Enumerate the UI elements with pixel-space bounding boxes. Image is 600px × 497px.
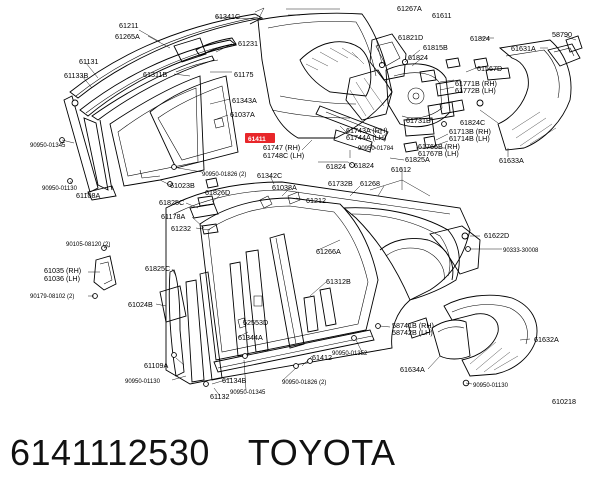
part-label: 61312B bbox=[326, 277, 351, 286]
part-label: 61132 bbox=[210, 392, 229, 401]
part-label: 61265A bbox=[115, 32, 140, 41]
highlighted-part-label: 61411 bbox=[248, 136, 266, 143]
part-label: 61743A (RH) bbox=[346, 126, 388, 135]
part-label: 58790 bbox=[552, 30, 572, 39]
part-label: 61622D bbox=[484, 231, 509, 240]
part-label: 61824 bbox=[408, 53, 428, 62]
part-label: 61767B (LH) bbox=[418, 149, 459, 158]
part-label: 61038A bbox=[272, 183, 297, 192]
part-label: 61037A bbox=[230, 110, 255, 119]
part-label: 61611 bbox=[432, 11, 451, 20]
part-label: 61824 bbox=[470, 34, 490, 43]
part-label: 61024B bbox=[128, 300, 153, 309]
figure-code: 610218 bbox=[552, 397, 576, 406]
part-label: 58741B (RH) bbox=[392, 321, 434, 330]
part-label: 61633A bbox=[499, 156, 524, 165]
part-label: 61826D bbox=[205, 188, 230, 197]
part-label: 61344A bbox=[238, 333, 263, 342]
part-label: 61131 bbox=[79, 57, 98, 66]
part-label: 61311B bbox=[143, 70, 167, 79]
part-label: 61343A bbox=[232, 96, 257, 105]
part-label: 90950-01345 bbox=[30, 143, 66, 149]
part-label: 61267A bbox=[397, 4, 422, 13]
part-label: 61023B bbox=[170, 181, 195, 190]
part-label: 61412 bbox=[312, 353, 332, 362]
roof-side-rail-group bbox=[59, 13, 264, 201]
part-label: 61266A bbox=[316, 247, 341, 256]
part-label: 61211 bbox=[119, 21, 138, 30]
part-label: 90950-01345 bbox=[230, 390, 266, 396]
part-label: 61634A bbox=[400, 365, 425, 374]
parts-diagram: 61411 bbox=[30, 4, 583, 406]
highlighted-part-marker: 61411 bbox=[245, 133, 275, 143]
part-label: 90105-08120 (2) bbox=[66, 242, 110, 248]
part-label: 61825C bbox=[145, 264, 170, 273]
part-label: 90950-01352 bbox=[332, 351, 368, 357]
part-label: 61766B (RH) bbox=[418, 142, 460, 151]
part-number: 6141112530 bbox=[10, 432, 210, 473]
part-label: 61631A bbox=[511, 44, 536, 53]
part-label: 61567D bbox=[477, 64, 502, 73]
part-label: 52553D bbox=[243, 318, 268, 327]
quarter-panel-bracket-group bbox=[92, 245, 187, 323]
part-label: 90950-01784 bbox=[358, 146, 394, 152]
part-label: 61109A bbox=[144, 361, 168, 370]
part-label: 61771B (RH) bbox=[455, 79, 497, 88]
part-label: 61714B (LH) bbox=[449, 134, 490, 143]
quarter-panel-upper-group bbox=[249, 12, 393, 139]
part-label: 61212 bbox=[306, 196, 326, 205]
part-label: 61821D bbox=[398, 33, 423, 42]
part-label: 61824 bbox=[326, 162, 346, 171]
part-label: 90950-01130 bbox=[473, 383, 509, 389]
part-label: 61825A bbox=[405, 155, 430, 164]
part-label: 61713B (RH) bbox=[449, 127, 491, 136]
part-label: 61824C bbox=[460, 118, 485, 127]
part-label: 61231 bbox=[238, 39, 258, 48]
part-label: 90179-08102 (2) bbox=[30, 294, 74, 300]
caption: 6141112530 TOYOTA bbox=[10, 432, 590, 482]
part-label: 61744A (LH) bbox=[346, 133, 386, 142]
part-label: 90950-01826 (2) bbox=[282, 380, 326, 386]
part-label: 61815B bbox=[423, 43, 448, 52]
part-label: 61108A bbox=[76, 191, 100, 200]
part-label: 61342C bbox=[257, 171, 282, 180]
brand-name: TOYOTA bbox=[247, 432, 396, 473]
body-side-outer-panel-group bbox=[165, 177, 481, 387]
part-label: 61825C bbox=[159, 198, 184, 207]
part-label: 58742B (LH) bbox=[392, 328, 433, 337]
part-label: 90950-01130 bbox=[125, 379, 161, 385]
leader-lines bbox=[61, 7, 577, 397]
part-label: 61268 bbox=[360, 179, 380, 188]
part-label: 61178A bbox=[161, 212, 185, 221]
part-labels: 61341C 61267A 61611 61211 61265A 61231 6… bbox=[30, 4, 576, 406]
part-label: 61632A bbox=[534, 335, 559, 344]
part-label: 61612 bbox=[391, 165, 411, 174]
upper-right-parts-group bbox=[315, 33, 583, 168]
part-label: 90950-01130 bbox=[42, 186, 78, 192]
part-label: 90950-01826 (2) bbox=[202, 172, 246, 178]
part-label: 61232 bbox=[171, 224, 191, 233]
part-label: 61175 bbox=[234, 70, 253, 79]
part-label: 90333-30008 bbox=[503, 248, 539, 254]
part-label: 61134B bbox=[222, 376, 246, 385]
part-label: 61341C bbox=[215, 12, 240, 21]
part-label: 61824 bbox=[354, 161, 374, 170]
part-label: 61035 (RH) bbox=[44, 266, 81, 275]
part-label: 61133B bbox=[64, 71, 88, 80]
part-label: 61732B bbox=[328, 179, 353, 188]
part-label: 61772B (LH) bbox=[455, 86, 496, 95]
part-label: 61748C (LH) bbox=[263, 151, 304, 160]
part-label: 61747 (RH) bbox=[263, 143, 300, 152]
part-label: 61731B bbox=[406, 116, 431, 125]
part-label: 61036 (LH) bbox=[44, 274, 80, 283]
wheel-house-liner-group bbox=[407, 294, 538, 387]
